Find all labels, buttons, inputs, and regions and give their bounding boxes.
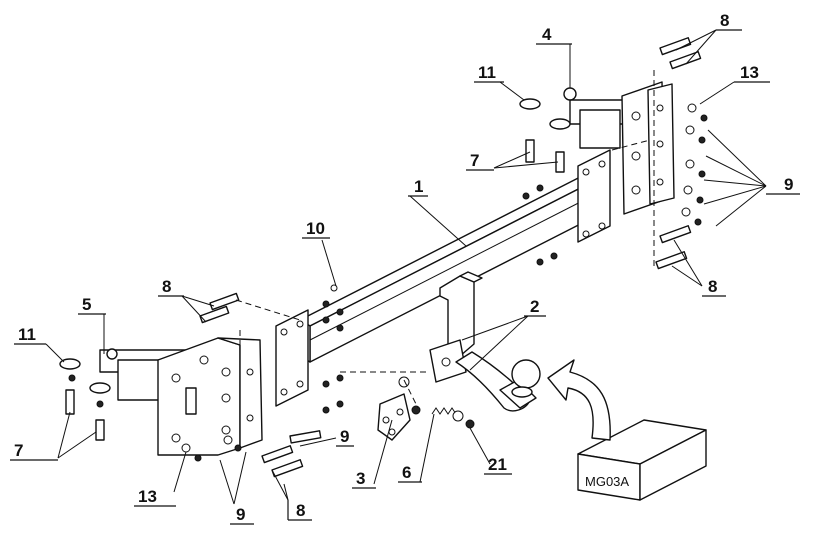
left-beam-end-plate <box>275 309 309 407</box>
box-label: MG03A <box>585 474 629 489</box>
leader-lines <box>45 29 767 505</box>
towball-neck <box>429 271 541 412</box>
assembly-dashed-lines <box>235 70 655 440</box>
callout-6: 6 <box>402 463 411 482</box>
callout-13-right: 13 <box>740 63 759 82</box>
hardware-bolts-right <box>519 37 708 270</box>
curved-arrow <box>547 359 611 441</box>
callout-4: 4 <box>542 25 552 44</box>
callout-9-right: 9 <box>784 175 793 194</box>
callout-8-left-top: 8 <box>162 277 171 296</box>
callout-7-right: 7 <box>470 151 479 170</box>
callout-7-left: 7 <box>14 441 23 460</box>
socket-plate <box>377 393 411 441</box>
callout-9-left-b: 9 <box>236 505 245 524</box>
callout-3: 3 <box>356 469 365 488</box>
callout-11-right: 11 <box>478 63 496 82</box>
nut-washer <box>452 410 475 429</box>
callout-5: 5 <box>82 295 91 314</box>
hardware-bolts-left <box>59 284 344 478</box>
callout-8-right-top: 8 <box>720 11 729 30</box>
callout-9-left-a: 9 <box>340 427 349 446</box>
spring-bolt <box>398 376 457 415</box>
left-side-bracket <box>99 337 263 456</box>
callout-10: 10 <box>306 219 325 238</box>
callout-21: 21 <box>488 455 507 474</box>
callout-8-right-bottom: 8 <box>708 277 717 296</box>
callout-13-left: 13 <box>138 487 157 506</box>
callout-8-left-bottom: 8 <box>296 501 305 520</box>
callout-labels: 1 2 3 4 5 6 7 7 8 8 8 8 9 9 9 10 11 <box>10 11 800 525</box>
callout-2: 2 <box>530 297 539 316</box>
right-beam-end-plate <box>577 149 611 243</box>
mg03a-part-box: MG03A <box>577 419 707 501</box>
callout-1: 1 <box>414 177 423 196</box>
callout-11-left: 11 <box>18 325 36 344</box>
